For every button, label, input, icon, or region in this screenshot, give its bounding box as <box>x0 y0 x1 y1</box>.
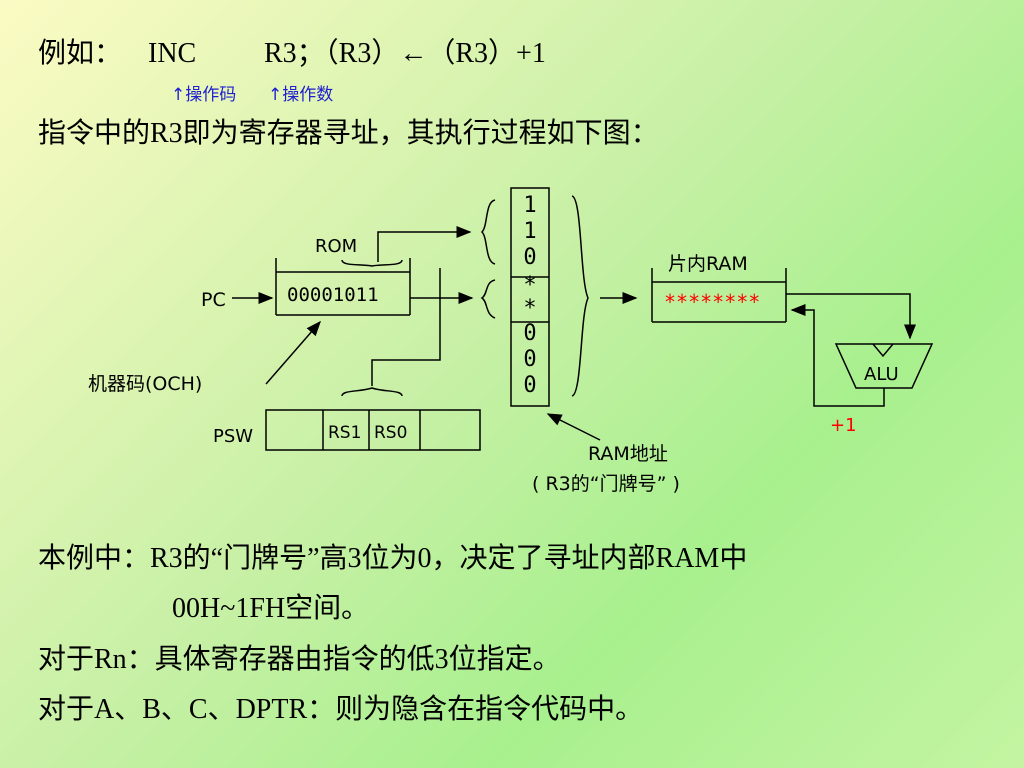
opcode-annotation: ↑操作码 <box>171 85 237 105</box>
bit-cell: * <box>523 296 536 321</box>
body-line-1: 本例中：R3的“门牌号”高3位为0，决定了寻址内部RAM中 <box>38 543 748 574</box>
bit-cell: 0 <box>523 373 536 398</box>
bit-column: 110**000 <box>523 193 536 398</box>
rom-label: ROM <box>315 236 357 257</box>
ram-address-sub: ( R3的“门牌号” ) <box>532 473 680 495</box>
intro-text: 指令中的R3即为寄存器寻址，其执行过程如下图： <box>38 118 659 149</box>
example-prefix: 例如： <box>38 38 123 69</box>
bit-cell: 0 <box>523 321 536 346</box>
bit-cell: 0 <box>523 245 536 270</box>
machine-code-label: 机器码(OCH) <box>88 373 202 395</box>
alu-label: ALU <box>864 364 899 385</box>
example-operand: R3；（R3）←（R3）+1 <box>264 38 546 69</box>
operand-annotation: ↑操作数 <box>268 85 334 105</box>
body-line-2: 00H~1FH空间。 <box>172 593 370 624</box>
body-line-4: 对于A、B、C、DPTR：则为隐含在指令代码中。 <box>38 694 644 725</box>
bit-cell: 0 <box>523 347 536 372</box>
ram-cell-value: ******** <box>664 290 760 314</box>
rs0-label: RS0 <box>374 423 407 443</box>
bit-cell: 1 <box>523 219 536 244</box>
body-line-3: 对于Rn：具体寄存器由指令的低3位指定。 <box>38 644 561 675</box>
example-mnemonic: INC <box>148 38 197 69</box>
ram-title: 片内RAM <box>668 253 748 275</box>
pc-label: PC <box>201 289 226 311</box>
bit-cell: 1 <box>523 193 536 218</box>
plus-one-label: +1 <box>830 415 857 436</box>
psw-label: PSW <box>213 426 253 447</box>
rom-cell-value: 00001011 <box>287 284 379 306</box>
bit-cell: * <box>523 273 536 298</box>
ram-address-label: RAM地址 <box>588 443 668 465</box>
rs1-label: RS1 <box>328 423 361 443</box>
